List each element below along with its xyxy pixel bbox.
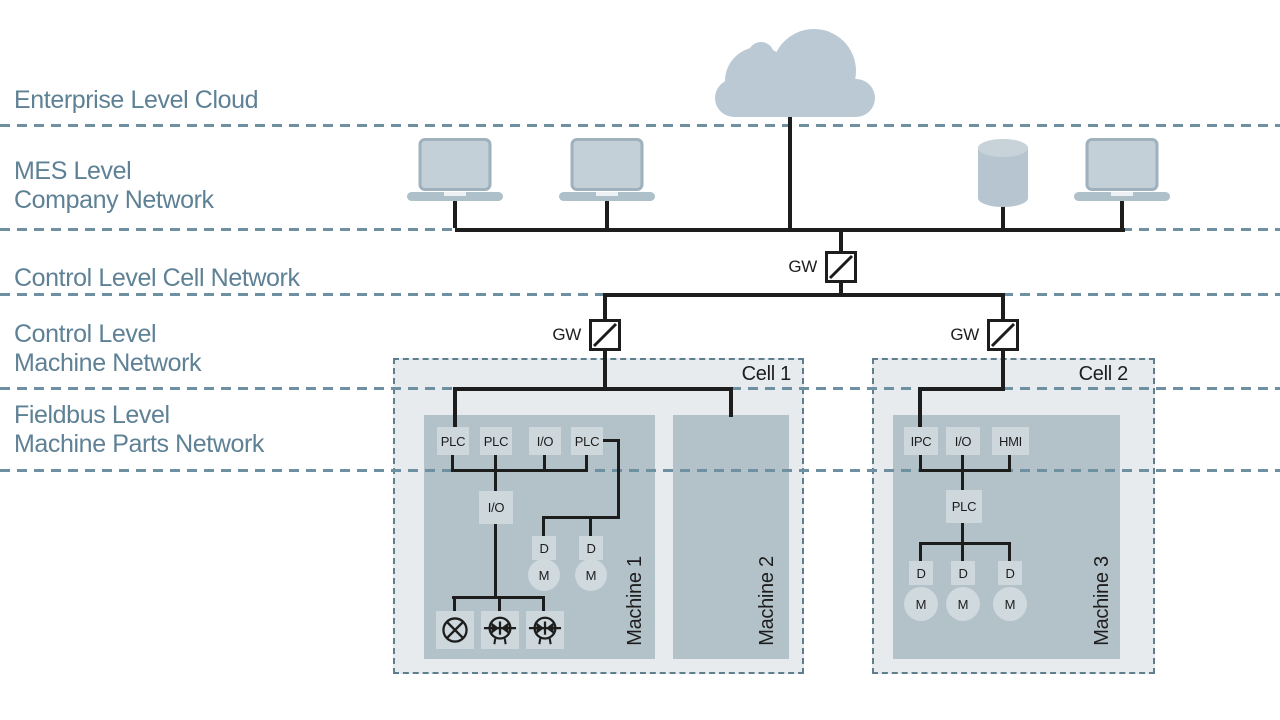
machine2-box xyxy=(673,415,789,659)
m1-riser2 xyxy=(494,455,497,470)
m3-riser2 xyxy=(961,455,964,470)
m1-riser1 xyxy=(451,455,454,470)
machine1-label: Machine 1 xyxy=(624,556,646,646)
level-label-enterprise: Enterprise Level Cloud xyxy=(14,86,259,114)
lamp-icon xyxy=(436,611,474,649)
laptop-icon xyxy=(559,138,655,207)
m3-drive3-box: D xyxy=(998,561,1022,585)
m1-motor2-icon: M xyxy=(575,559,607,591)
cell1-label: Cell 1 xyxy=(741,363,792,385)
m1-riser3 xyxy=(543,455,546,470)
m3-riser3 xyxy=(1008,455,1011,470)
gw2-label: GW xyxy=(552,325,581,344)
cell1-machine-bus xyxy=(453,387,733,391)
m3-hmi-box: HMI xyxy=(992,427,1029,455)
machine2-drop xyxy=(729,389,733,417)
level-label-machine-network: Control Level Machine Network xyxy=(14,320,202,377)
m1-plc-sideline xyxy=(603,439,620,442)
m1-motor1-icon: M xyxy=(528,559,560,591)
gw1-downlink xyxy=(839,282,843,295)
m3-motor1-icon: M xyxy=(904,587,938,621)
m3-io-box: I/O xyxy=(946,427,980,455)
gw1-label: GW xyxy=(788,257,817,276)
level-label-cell-network: Control Level Cell Network xyxy=(14,264,300,292)
m3-motor2-icon: M xyxy=(946,587,980,621)
gw1-uplink xyxy=(839,232,843,252)
level-label-mes: MES Level Company Network xyxy=(14,157,214,214)
machine3-label: Machine 3 xyxy=(1091,556,1113,646)
database-icon xyxy=(978,139,1028,214)
m1-sensor-drop2 xyxy=(498,598,501,612)
m3-drive-drop3 xyxy=(1008,544,1011,562)
m1-io2-box: I/O xyxy=(479,491,513,524)
m3-drive-bus xyxy=(919,542,1011,545)
m1-plc3-box: PLC xyxy=(571,427,603,455)
m1-drive-drop1 xyxy=(542,518,545,537)
machine3-drop xyxy=(918,389,922,427)
m3-drive-drop2 xyxy=(961,544,964,562)
m1-plc-downline xyxy=(617,439,620,519)
m1-sensor-drop1 xyxy=(453,598,456,612)
m1-fieldbus xyxy=(451,469,588,472)
m1-sensor-bus xyxy=(452,596,545,599)
m1-drive-drop2 xyxy=(589,518,592,537)
laptop-icon xyxy=(1074,138,1170,207)
server-link xyxy=(1001,205,1005,228)
m3-drive2-box: D xyxy=(951,561,975,585)
gw3-label: GW xyxy=(950,325,979,344)
level-label-fieldbus: Fieldbus Level Machine Parts Network xyxy=(14,401,265,458)
machine2-label: Machine 2 xyxy=(756,556,778,646)
level-line-enterprise xyxy=(0,124,1280,127)
company-network-bus xyxy=(455,228,1125,232)
laptop1-link xyxy=(453,196,457,228)
gw2-uplink xyxy=(603,295,607,320)
m1-io-downlink xyxy=(494,523,497,597)
m3-drive1-box: D xyxy=(909,561,933,585)
m3-fieldbus xyxy=(919,469,1011,472)
laptop-icon xyxy=(407,138,503,207)
gateway-icon xyxy=(987,319,1019,351)
m3-ipc-box: IPC xyxy=(904,427,938,455)
m3-riser1 xyxy=(919,455,922,470)
cell2-label: Cell 2 xyxy=(1078,363,1129,385)
cloud-link xyxy=(788,114,792,228)
gw3-uplink xyxy=(1001,295,1005,320)
m1-drive2-box: D xyxy=(579,536,603,560)
valve-icon xyxy=(526,611,564,649)
m1-drive-bus xyxy=(542,516,620,519)
gw2-downlink xyxy=(603,350,607,389)
m3-plc-drop xyxy=(961,471,964,490)
m3-motor3-icon: M xyxy=(993,587,1027,621)
gw3-downlink xyxy=(1001,350,1005,389)
gateway-icon xyxy=(589,319,621,351)
m1-riser4 xyxy=(585,455,588,470)
m1-plc2-box: PLC xyxy=(480,427,512,455)
m1-plc1-box: PLC xyxy=(437,427,469,455)
laptop3-link xyxy=(1120,196,1124,228)
machine1-drop xyxy=(453,389,457,427)
cell-network-bus xyxy=(603,293,1005,297)
m3-plc-downlink xyxy=(961,523,964,544)
m1-sensor-drop3 xyxy=(542,598,545,612)
m1-drive1-box: D xyxy=(532,536,556,560)
m3-plc-box: PLC xyxy=(946,490,982,523)
cloud-icon xyxy=(713,27,877,124)
laptop2-link xyxy=(605,196,609,228)
m3-drive-drop1 xyxy=(919,544,922,562)
gateway-icon xyxy=(825,251,857,283)
cell2-machine-bus xyxy=(918,387,1005,391)
level-line-fieldbus xyxy=(0,469,1280,472)
m1-io1-box: I/O xyxy=(529,427,561,455)
valve-icon xyxy=(481,611,519,649)
m1-io-drop xyxy=(494,471,497,491)
